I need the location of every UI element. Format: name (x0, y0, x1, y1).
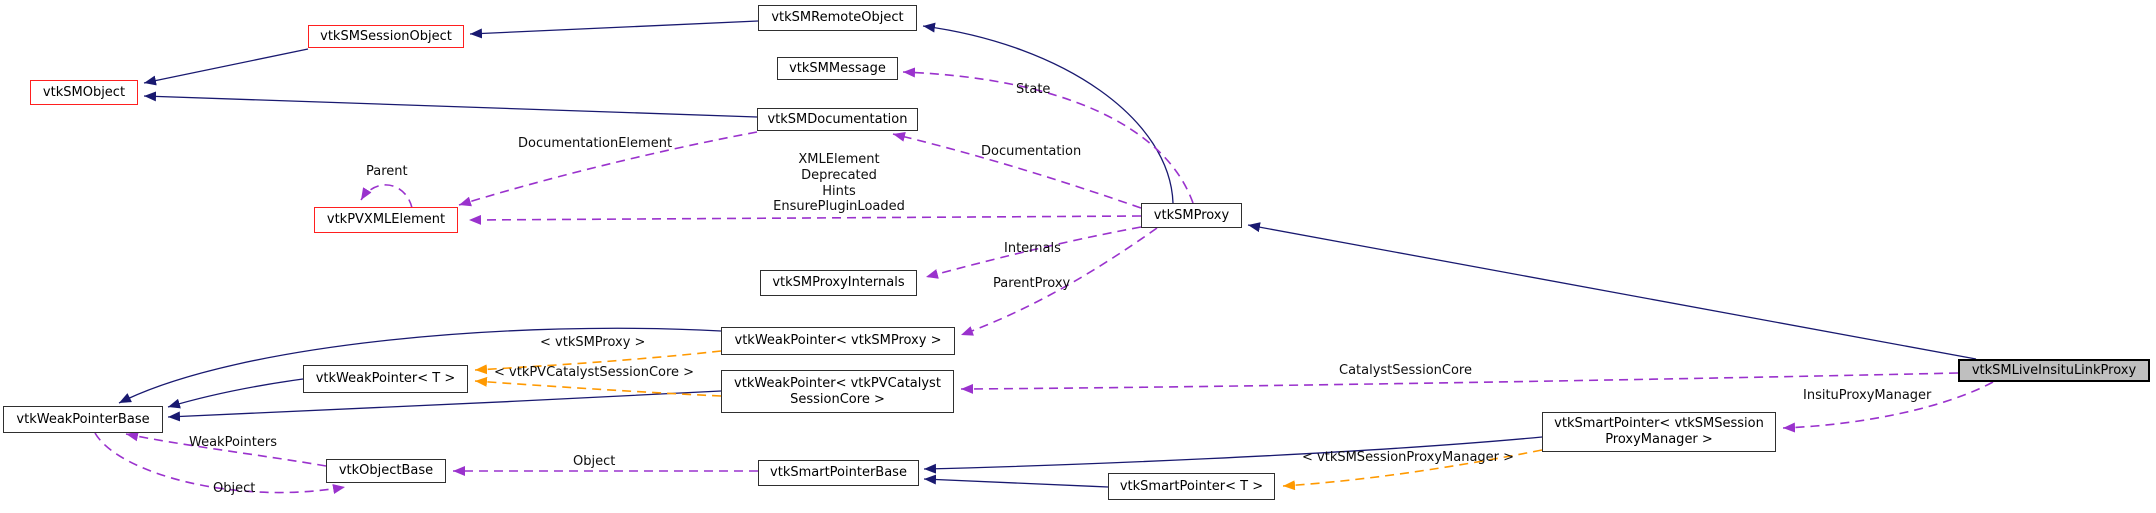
edge-label-parentproxy: ParentProxy (993, 276, 1071, 291)
edge-weakptr-t-to-weakptrbase (167, 378, 304, 409)
node-vtksmliveinsitulinkproxy[interactable]: vtkSMLiveInsituLinkProxy (1958, 359, 2150, 382)
node-vtksmdocumentation[interactable]: vtkSMDocumentation (757, 108, 918, 131)
node-vtkweakpointer-vtksmproxy[interactable]: vtkWeakPointer< vtkSMProxy > (721, 327, 955, 355)
edge-catalystsessioncore (960, 372, 1959, 394)
edge-tpl-catalystsessioncore (474, 376, 722, 397)
edge-smartptr-t-to-smartptrbase (923, 474, 1109, 488)
node-vtkweakpointer-t[interactable]: vtkWeakPointer< T > (303, 365, 468, 393)
edge-label-tpl-sessionproxymanager: < vtkSMSessionProxyManager > (1302, 450, 1515, 465)
edge-internals (925, 226, 1142, 279)
edge-documentationelement (458, 131, 758, 207)
edge-smartptr-spm-to-smartptrbase (923, 436, 1543, 474)
edge-label-state: State (1016, 82, 1051, 97)
node-vtksmartpointerbase[interactable]: vtkSmartPointerBase (758, 460, 919, 486)
edge-tpl-vtksmproxy (474, 350, 722, 375)
edge-label-parent: Parent (366, 164, 408, 179)
edge-label-weakpointers: WeakPointers (189, 435, 277, 450)
template-edges (474, 350, 1543, 491)
edge-label-documentationelement: DocumentationElement (518, 136, 673, 151)
edge-label-documentation: Documentation (981, 144, 1082, 159)
edge-xmlelement (468, 214, 1142, 225)
node-vtksmmessage[interactable]: vtkSMMessage (777, 57, 898, 80)
inheritance-edges (118, 20, 1977, 488)
edge-label-xmlelement-group: XMLElement Deprecated Hints EnsurePlugin… (773, 152, 905, 215)
node-vtkpvxmlelement[interactable]: vtkPVXMLElement (314, 207, 458, 233)
node-vtksmproxyinternals[interactable]: vtkSMProxyInternals (760, 270, 917, 296)
edge-parent-selfloop (360, 184, 413, 209)
edge-tpl-sessionproxymanager (1282, 449, 1543, 491)
node-vtksmartpointer-t[interactable]: vtkSmartPointer< T > (1108, 473, 1275, 500)
edge-parentproxy (960, 227, 1158, 336)
node-vtksmproxy[interactable]: vtkSMProxy (1141, 203, 1242, 228)
edge-sessionobject-to-smobject (143, 48, 309, 86)
node-vtksmartpointer-vtksmsessionproxymanager[interactable]: vtkSmartPointer< vtkSMSession ProxyManag… (1542, 412, 1776, 452)
edge-documentation (892, 131, 1142, 209)
edge-liveinsitu-to-smproxy (1247, 222, 1977, 360)
edge-label-internals: Internals (1004, 241, 1061, 256)
edge-label-tpl-vtksmproxy: < vtkSMProxy > (540, 335, 646, 350)
node-vtkweakpointer-vtkpvcatalystsessioncore[interactable]: vtkWeakPointer< vtkPVCatalyst SessionCor… (721, 370, 954, 413)
edge-remoteobject-to-sessionobject (469, 20, 759, 39)
usage-edges (94, 67, 1994, 494)
edge-label-insituproxymanager: InsituProxyManager (1803, 388, 1932, 403)
node-vtksmremoteobject[interactable]: vtkSMRemoteObject (758, 5, 917, 31)
edge-label-object-left: Object (213, 481, 256, 496)
edge-label-catalystsessioncore: CatalystSessionCore (1339, 363, 1472, 378)
edge-object-weakptrbase (94, 432, 346, 494)
edge-label-object-center: Object (573, 454, 616, 469)
node-vtksmsessionobject[interactable]: vtkSMSessionObject (308, 25, 464, 48)
node-vtksmobject[interactable]: vtkSMObject (30, 80, 138, 105)
node-vtkobjectbase[interactable]: vtkObjectBase (326, 459, 446, 483)
edge-label-tpl-catalystsessioncore: < vtkPVCatalystSessionCore > (494, 365, 695, 380)
edge-insituproxymanager (1782, 381, 1994, 433)
node-vtkweakpointerbase[interactable]: vtkWeakPointerBase (3, 406, 163, 433)
edge-documentation-to-smobject (143, 91, 758, 118)
edge-state (902, 67, 1194, 204)
edge-weakptr-catalyst-to-weakptrbase (167, 390, 722, 422)
edge-smproxy-to-remoteobject (922, 22, 1174, 204)
edge-weakptr-smproxy-to-weakptrbase (118, 327, 722, 404)
